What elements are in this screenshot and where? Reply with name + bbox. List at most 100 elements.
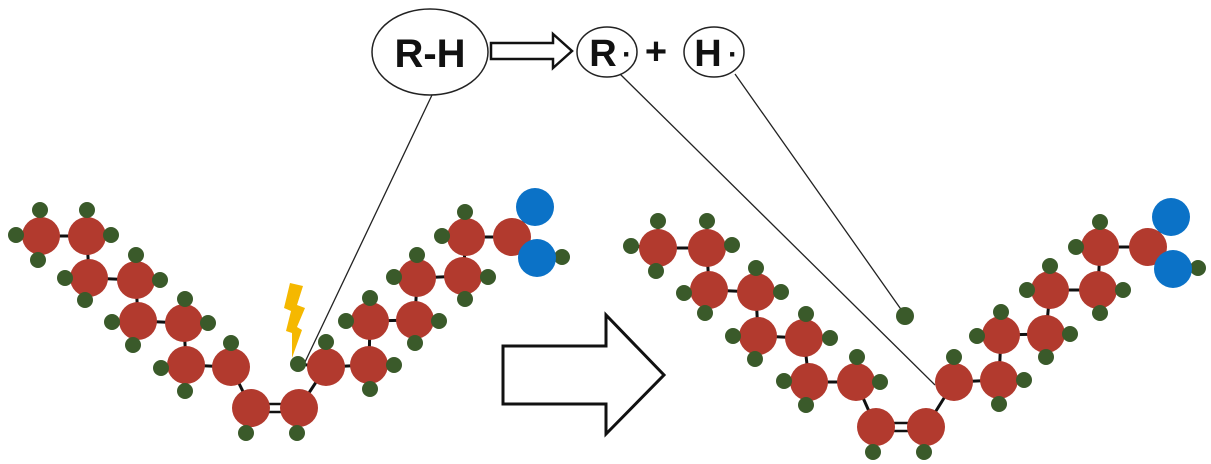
left-molecule-hydrogen-atom (57, 270, 73, 286)
left-molecule-hydrogen-atom (200, 315, 216, 331)
left-molecule-hydrogen-atom (30, 252, 46, 268)
left-molecule-hydrogen-atom (409, 247, 425, 263)
left-molecule-hydrogen-atom (128, 247, 144, 263)
right-molecule-hydrogen-atom (725, 328, 741, 344)
right-molecule-carbon-atom (1031, 271, 1069, 309)
right-molecule-hydrogen-atom (1062, 326, 1078, 342)
left-molecule-hydrogen-atom (238, 425, 254, 441)
reactant-oval (371, 8, 489, 96)
left-molecule-hydrogen-atom (177, 383, 193, 399)
leader-line-alkyl-radical (619, 73, 936, 386)
left-molecule-carbon-atom (280, 389, 318, 427)
right-molecule-oxygen-atom (1152, 198, 1190, 236)
right-molecule-hydrogen-atom (872, 374, 888, 390)
hydrogen-radical-oval (683, 26, 745, 78)
right-molecule-hydrogen-atom (1019, 282, 1035, 298)
left-molecule-hydrogen-atom (480, 269, 496, 285)
left-molecule-oxygen-atom (516, 188, 554, 226)
left-molecule-hydrogen-atom (457, 291, 473, 307)
left-molecule-hydrogen-atom (77, 292, 93, 308)
left-molecule-hydrogen-atom (103, 227, 119, 243)
right-molecule-hydrogen-atom (798, 306, 814, 322)
right-molecule-carbon-atom (785, 319, 823, 357)
right-molecule-carbon-atom (690, 271, 728, 309)
left-molecule-hydrogen-atom (362, 381, 378, 397)
right-molecule-carbon-atom (739, 317, 777, 355)
right-molecule-hydrogen-atom (993, 304, 1009, 320)
spark-icon (284, 283, 305, 358)
alkyl-radical-dot: · (622, 38, 632, 71)
right-molecule-carbon-atom (857, 408, 895, 446)
right-molecule-hydrogen-atom (1190, 260, 1206, 276)
right-molecule-oxygen-atom (1154, 250, 1192, 288)
left-molecule-carbon-atom (396, 301, 434, 339)
left-molecule-carbon-atom (307, 348, 345, 386)
right-molecule-carbon-atom (1079, 271, 1117, 309)
left-molecule-oxygen-atom (518, 239, 556, 277)
right-molecule-carbon-atom (980, 361, 1018, 399)
right-molecule-hydrogen-atom (1042, 258, 1058, 274)
left-molecule-carbon-atom (398, 259, 436, 297)
left-molecule-carbon-atom (493, 218, 531, 256)
alkyl-radical-oval (576, 26, 638, 78)
right-molecule-hydrogen-atom (623, 238, 639, 254)
equation-arrow (489, 31, 574, 71)
right-molecule-hydrogen-atom (1092, 214, 1108, 230)
left-molecule-hydrogen-atom (223, 335, 239, 351)
right-molecule-carbon-atom (935, 363, 973, 401)
left-molecule-carbon-atom (167, 346, 205, 384)
right-molecule-hydrogen-atom (724, 237, 740, 253)
left-molecule-carbon-atom (351, 302, 389, 340)
right-molecule-carbon-atom (1081, 228, 1119, 266)
right-molecule-hydrogen-atom (699, 213, 715, 229)
left-molecule-carbon-atom (232, 389, 270, 427)
left-molecule-hydrogen-atom (386, 357, 402, 373)
left-molecule-hydrogen-atom (152, 272, 168, 288)
left-molecule-hydrogen-atom (457, 204, 473, 220)
left-molecule-carbon-atom (119, 302, 157, 340)
right-molecule-hydrogen-atom (676, 285, 692, 301)
left-molecule-hydrogen-atom (318, 334, 334, 350)
left-molecule-hydrogen-atom (289, 425, 305, 441)
right-molecule-carbon-atom (1129, 228, 1167, 266)
right-molecule-hydrogen-atom (776, 373, 792, 389)
right-molecule-carbon-atom (737, 273, 775, 311)
right-molecule-hydrogen-atom (1038, 349, 1054, 365)
hydrogen-radical-label: H (694, 33, 721, 75)
right-molecule-hydrogen-atom (697, 305, 713, 321)
right-molecule-hydrogen-atom (798, 397, 814, 413)
leader-line-hydrogen-radical (734, 73, 906, 316)
left-molecule-hydrogen-atom (32, 202, 48, 218)
right-molecule-hydrogen-atom (1068, 239, 1084, 255)
left-molecule-carbon-atom (22, 217, 60, 255)
reactant-label: R-H (394, 32, 465, 76)
right-molecule-hydrogen-atom (650, 213, 666, 229)
left-molecule-hydrogen-atom (431, 313, 447, 329)
right-molecule-carbon-atom (982, 316, 1020, 354)
right-molecule-hydrogen-atom (865, 444, 881, 460)
left-molecule-hydrogen-atom (125, 337, 141, 353)
hydrogen-radical-dot: · (728, 38, 738, 71)
right-molecule-carbon-atom (907, 408, 945, 446)
right-molecule-carbon-atom (688, 229, 726, 267)
free-hydrogen-radical (896, 307, 914, 325)
right-molecule-carbon-atom (639, 229, 677, 267)
left-molecule-hydrogen-atom (362, 290, 378, 306)
right-molecule-hydrogen-atom (916, 444, 932, 460)
left-molecule-carbon-atom (350, 346, 388, 384)
left-molecule-hydrogen-atom (407, 335, 423, 351)
left-molecule-carbon-atom (165, 304, 203, 342)
right-molecule-carbon-atom (790, 363, 828, 401)
left-molecule-carbon-atom (447, 218, 485, 256)
alkyl-radical-label: R (589, 33, 616, 75)
left-molecule-carbon-atom (212, 348, 250, 386)
plus-sign: + (645, 31, 667, 73)
right-molecule-hydrogen-atom (748, 260, 764, 276)
left-molecule-hydrogen-atom (338, 313, 354, 329)
right-molecule-carbon-atom (837, 363, 875, 401)
left-molecule-carbon-atom (68, 217, 106, 255)
right-molecule-hydrogen-atom (822, 330, 838, 346)
reaction-arrow-icon (501, 311, 667, 438)
right-molecule-hydrogen-atom (747, 351, 763, 367)
